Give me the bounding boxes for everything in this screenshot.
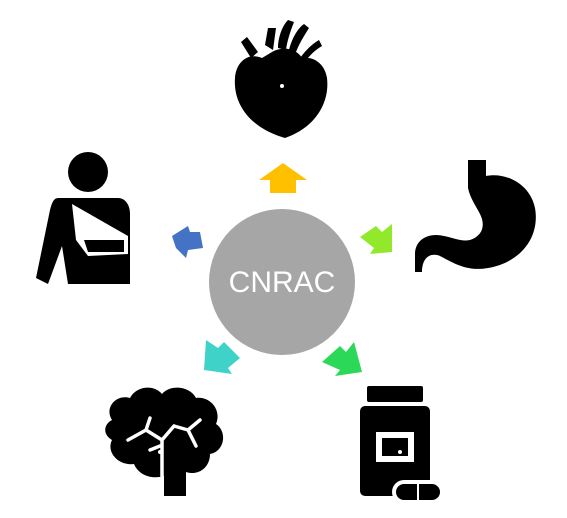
center-label: CNRAC: [229, 266, 336, 299]
arrow-lower-right: [322, 342, 362, 376]
arrow-lower-left: [204, 340, 240, 374]
stomach-icon: [415, 160, 536, 272]
arrow-up: [259, 163, 307, 193]
arrow-right: [360, 224, 392, 254]
arrows: [172, 163, 392, 376]
center-node: CNRAC: [209, 209, 355, 355]
brain-icon: [105, 387, 224, 496]
injured-arm-person-icon: [36, 152, 130, 284]
heart-icon: [234, 20, 328, 138]
center-circle: [209, 209, 355, 355]
arrow-left: [172, 226, 203, 258]
medicine-bottle-icon: [360, 386, 444, 504]
